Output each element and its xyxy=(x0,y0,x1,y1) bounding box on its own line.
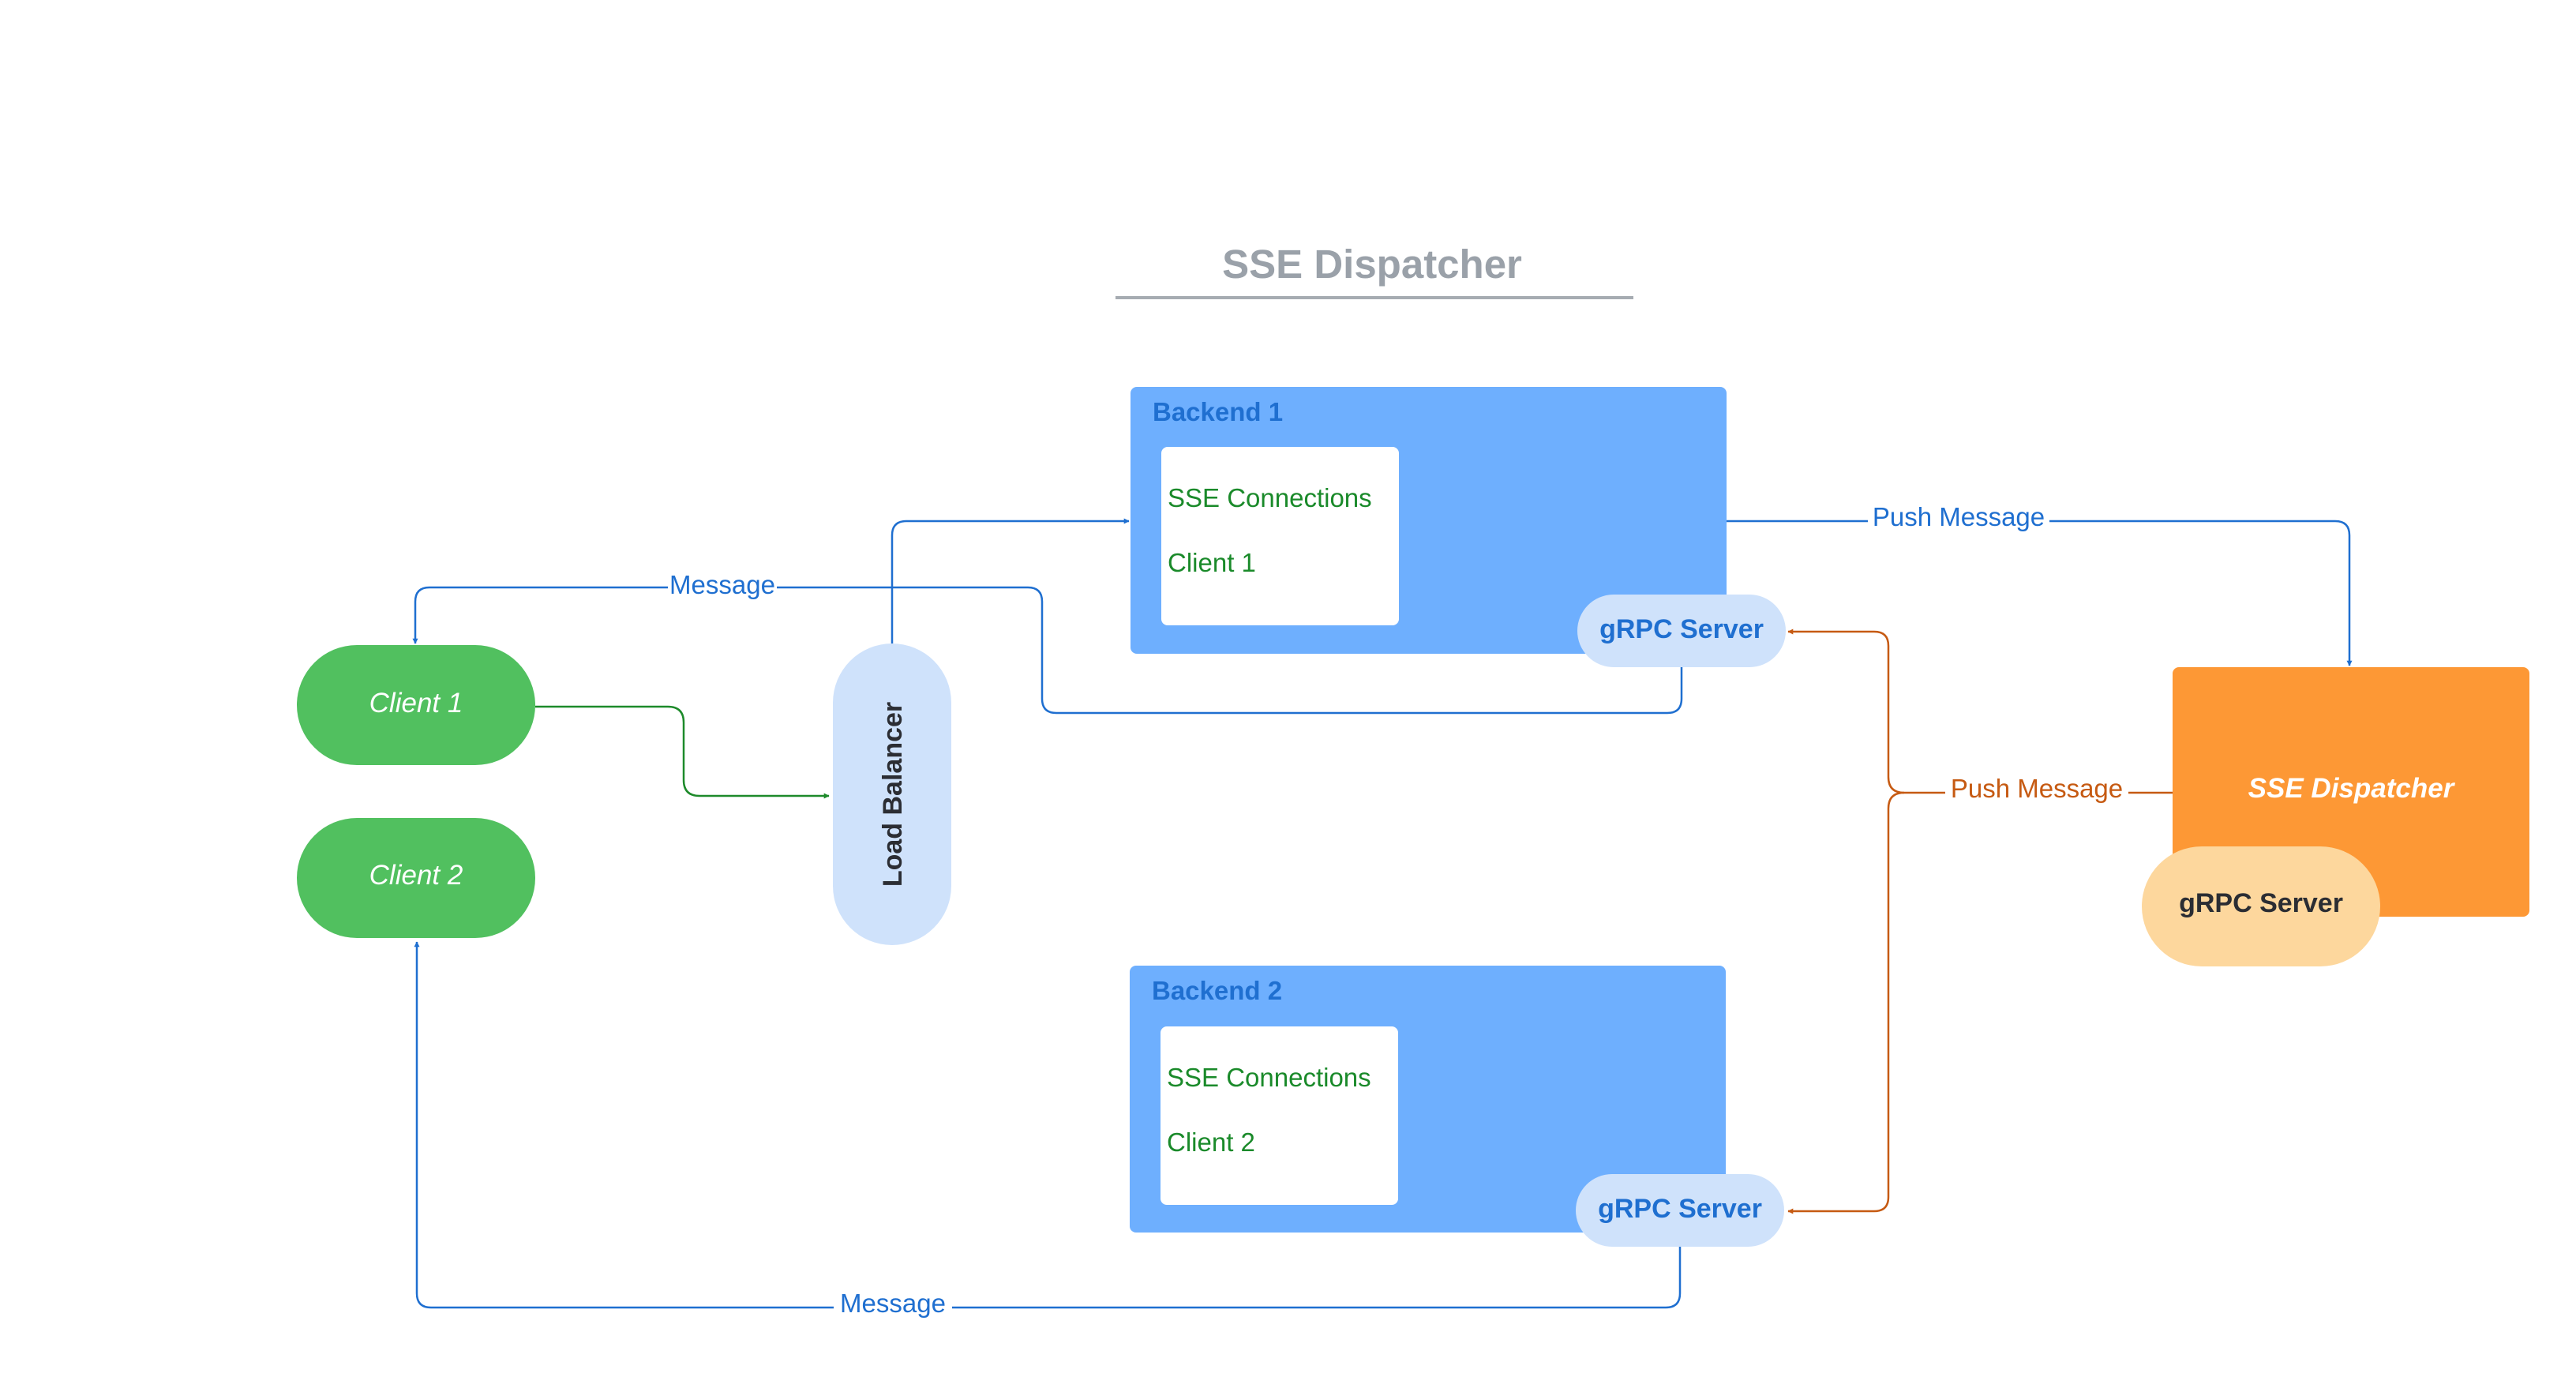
backend2-title: Backend 2 xyxy=(1152,976,1282,1005)
backend1-node[interactable]: Backend 1 SSE Connections Client 1 xyxy=(1131,387,1727,654)
dispatcher-grpc-server[interactable]: gRPC Server xyxy=(2142,846,2380,966)
edge-dispatcher-to-backend2-grpc xyxy=(1787,791,1905,1214)
backend2-conn-title: SSE Connections xyxy=(1167,1063,1371,1092)
backend1-grpc-label: gRPC Server xyxy=(1599,614,1764,644)
backend1-conn-client: Client 1 xyxy=(1168,548,1256,577)
edge-dispatcher-to-backend1-grpc xyxy=(1787,628,2173,794)
edge-label-push-mid: Push Message xyxy=(1951,774,2123,803)
load-balancer-label: Load Balancer xyxy=(878,702,908,887)
edge-lb-to-backend1 xyxy=(891,518,1130,643)
edge-message-to-client2 xyxy=(414,941,1682,1309)
page-title: SSE Dispatcher xyxy=(1222,242,1522,287)
backend2-connections-box xyxy=(1161,1026,1398,1205)
load-balancer-node[interactable]: Load Balancer xyxy=(833,643,951,945)
client1-node[interactable]: Client 1 xyxy=(297,645,535,765)
edge-backend1-to-dispatcher xyxy=(1727,520,2353,666)
backend1-title: Backend 1 xyxy=(1153,397,1283,426)
edge-message-to-client1 xyxy=(412,586,1683,715)
sse-dispatcher-label: SSE Dispatcher xyxy=(2248,773,2456,804)
client2-node[interactable]: Client 2 xyxy=(297,818,535,938)
edge-label-message-bottom: Message xyxy=(840,1289,946,1318)
backend1-grpc-server[interactable]: gRPC Server xyxy=(1577,595,1786,667)
backend2-grpc-server[interactable]: gRPC Server xyxy=(1576,1174,1784,1247)
client2-label: Client 2 xyxy=(369,860,463,891)
backend2-node[interactable]: Backend 2 SSE Connections Client 2 xyxy=(1130,966,1726,1233)
backend2-conn-client: Client 2 xyxy=(1167,1127,1255,1157)
backend2-grpc-label: gRPC Server xyxy=(1598,1194,1762,1224)
dispatcher-grpc-label: gRPC Server xyxy=(2179,888,2343,918)
client1-label: Client 1 xyxy=(369,688,463,719)
backend1-connections-box xyxy=(1161,447,1399,625)
edge-client1-to-lb xyxy=(535,705,830,799)
edge-label-message-top: Message xyxy=(669,570,775,599)
edge-label-push-top: Push Message xyxy=(1873,502,2045,531)
backend1-conn-title: SSE Connections xyxy=(1168,483,1372,512)
